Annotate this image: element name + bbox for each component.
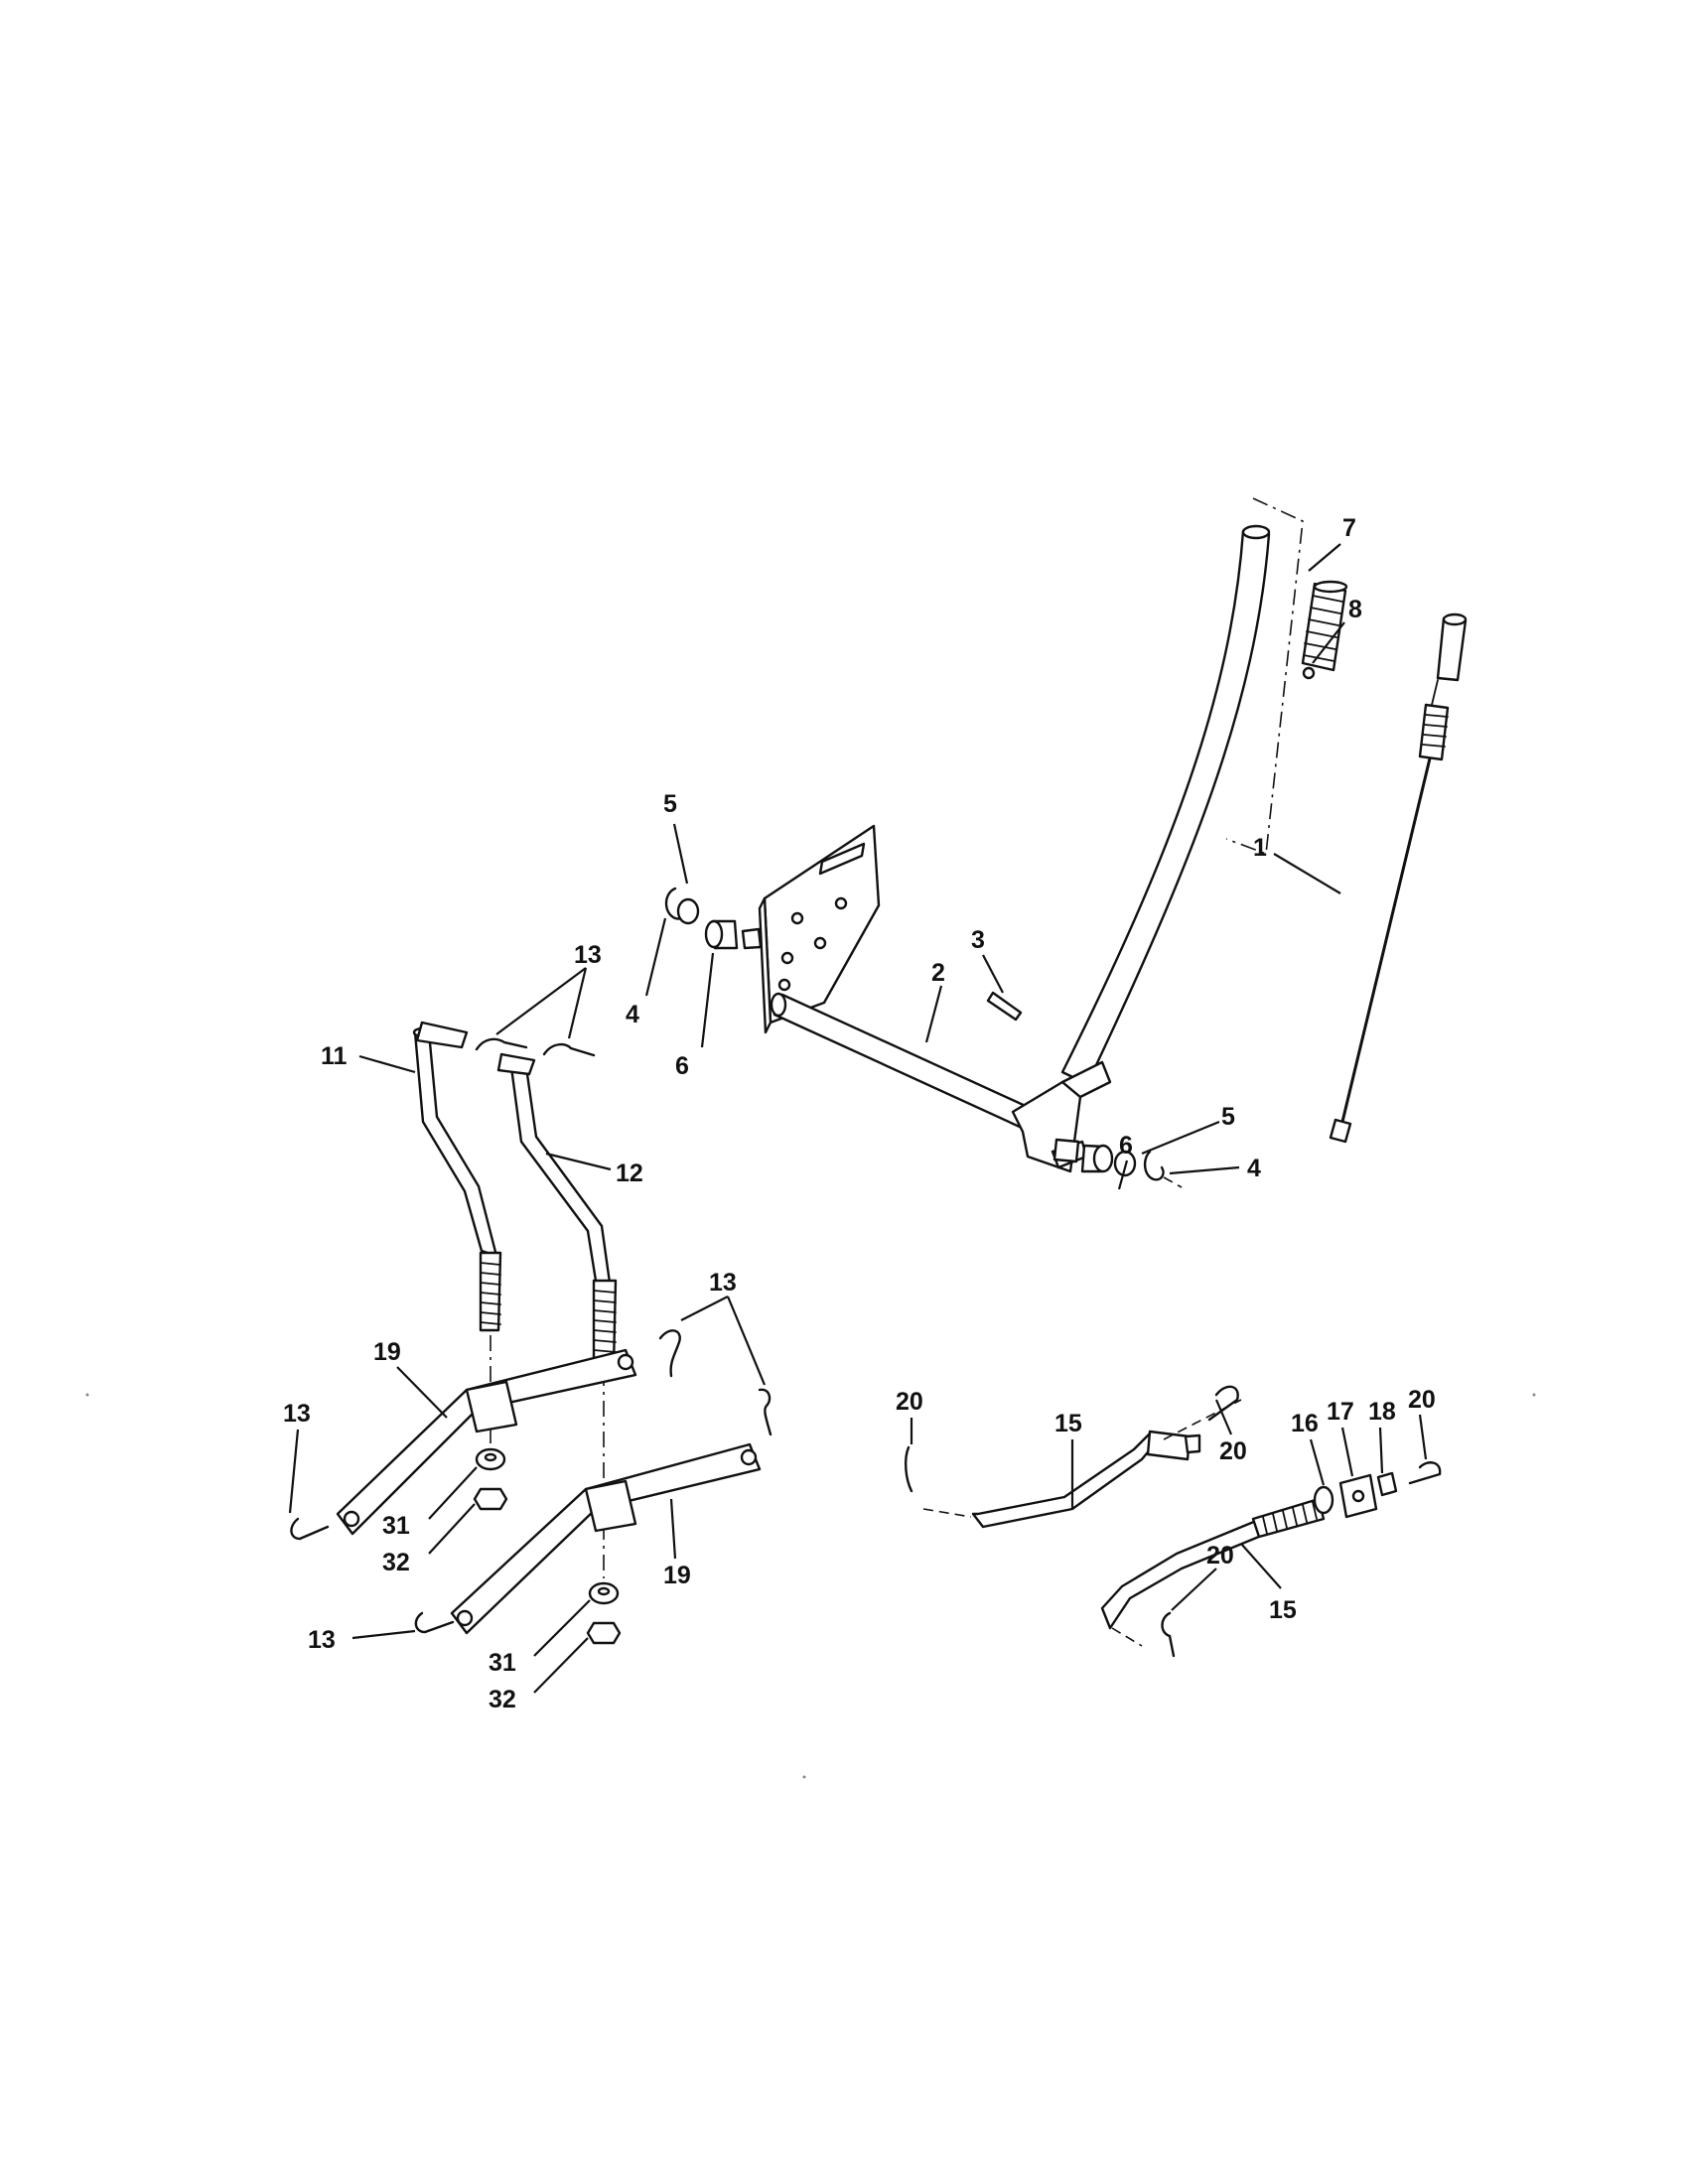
callout-18: 18 [1368,1398,1396,1426]
nut-16 [1313,1485,1334,1515]
handle-outline-dashed [1225,497,1304,856]
callout-labels: 7 8 1 5 3 2 4 6 6 5 4 13 11 12 13 19 13 … [283,514,1436,1713]
centerline-rod-upper [922,1508,972,1518]
cable [1329,613,1468,1144]
callout-5: 5 [663,790,677,818]
centerline-rod-lower [1111,1627,1143,1647]
callout-3: 3 [971,926,985,954]
callout-15-lower: 15 [1269,1596,1297,1624]
nut-32-upper [473,1487,508,1511]
callout-20-bottom: 20 [1206,1542,1234,1570]
callout-4-right: 4 [1247,1155,1261,1182]
callout-31-lower: 31 [489,1649,516,1677]
callout-32-lower: 32 [489,1686,516,1713]
right-bushing-set [1052,1138,1183,1188]
callout-32-upper: 32 [382,1549,410,1576]
callout-13-right: 13 [709,1269,737,1297]
callout-6-right: 6 [1119,1132,1133,1160]
adjust-rod-upper [971,1430,1201,1529]
handle-grip [1301,580,1348,672]
callout-1: 1 [1253,834,1267,862]
callout-11: 11 [321,1042,348,1070]
lift-arm-upper [336,1348,637,1536]
callout-20-left: 20 [896,1388,923,1416]
callout-5-right: 5 [1221,1103,1235,1131]
lift-link-11 [412,1021,502,1332]
leader-lines [288,543,1428,1694]
callout-15-upper: 15 [1054,1410,1082,1437]
washer-31-upper [475,1447,506,1471]
callout-19-lower: 19 [663,1562,691,1589]
callout-13-top: 13 [574,941,602,969]
lift-link-12 [496,1052,618,1367]
callout-8: 8 [1348,596,1362,623]
callout-13-left: 13 [283,1400,311,1428]
block-17 [1338,1473,1378,1519]
nut-18 [1376,1471,1398,1497]
callout-4: 4 [626,1001,639,1028]
scan-specks [85,1393,1536,1779]
callout-6: 6 [675,1052,689,1080]
adjust-rod-lower [1100,1497,1326,1630]
callout-19-upper: 19 [373,1338,401,1366]
callout-13-lower: 13 [308,1626,336,1654]
callout-17: 17 [1327,1398,1354,1426]
callout-12: 12 [616,1160,643,1187]
hairpin-clips-13 [290,1037,772,1634]
mounting-plate [758,824,881,1034]
callout-16: 16 [1291,1410,1319,1437]
callout-2: 2 [931,959,945,987]
callout-7: 7 [1342,514,1356,542]
spring-8 [1302,666,1316,680]
callout-20-mid: 20 [1219,1437,1247,1465]
nut-32-lower [586,1621,622,1645]
pin-3 [986,991,1023,1022]
washer-31-lower [588,1581,620,1605]
callout-20-far-right: 20 [1408,1386,1436,1414]
cotter-pins-20 [904,1385,1442,1658]
lift-arm-lower [450,1442,762,1635]
left-bushing-set [664,887,763,950]
lift-handle [1060,524,1271,1086]
callout-31-upper: 31 [382,1512,410,1540]
